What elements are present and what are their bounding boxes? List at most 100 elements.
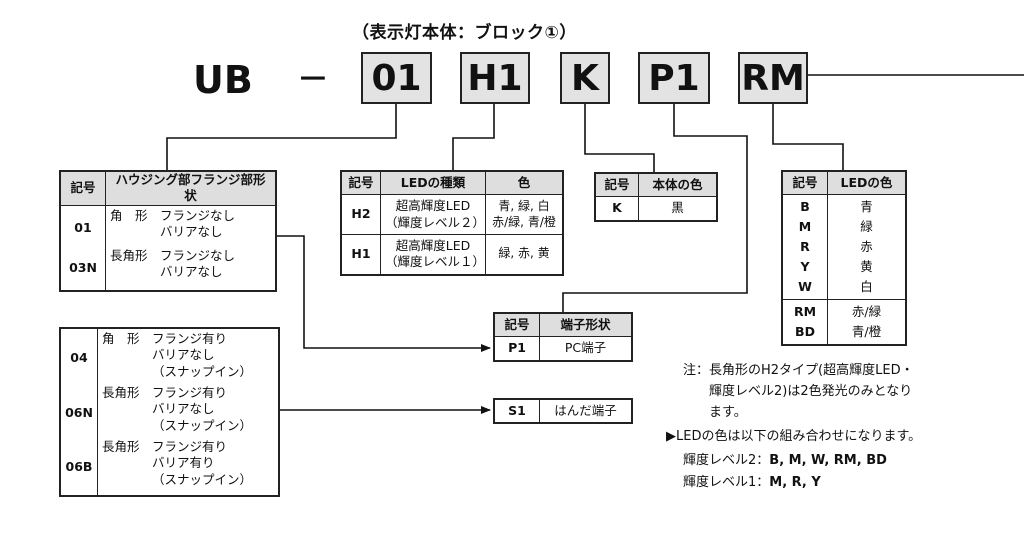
led-color-code: B bbox=[800, 199, 810, 214]
led-type-line: （輝度レベル２） bbox=[385, 214, 486, 230]
housing-desc-line: バリアなし bbox=[160, 263, 223, 279]
body-color-table: 記号 本体の色 K 黒 bbox=[594, 172, 718, 222]
snapin-desc-cell: 角 形 フランジ有り バリアなし （スナップイン） 長角形 フランジ有り バリア… bbox=[97, 327, 280, 497]
header-code: 記号 bbox=[59, 170, 106, 206]
header-led-color: LEDの色 bbox=[827, 170, 907, 195]
led-type-colors: 青, 緑, 白 赤/緑, 青/橙 bbox=[485, 194, 564, 235]
line-terminal bbox=[562, 104, 748, 312]
note-label: 注： bbox=[683, 363, 710, 378]
note-line: ます。 bbox=[709, 405, 747, 420]
code-box-body-color: K bbox=[560, 52, 610, 104]
solder-table: S1 はんだ端子 bbox=[493, 398, 633, 424]
led-type-line: 超高輝度LED bbox=[395, 238, 471, 253]
note-line: 長角形のH2タイプ(超高輝度LED・ bbox=[709, 363, 914, 378]
housing-code: 06N bbox=[65, 405, 93, 420]
housing-desc: フランジ有り バリアなし （スナップイン） bbox=[152, 331, 252, 385]
housing-code: 01 bbox=[74, 219, 92, 235]
led-color-name: 黄 bbox=[860, 259, 873, 274]
housing-code: 04 bbox=[70, 350, 88, 365]
housing-shape: 角 形 bbox=[102, 331, 140, 346]
header-code: 記号 bbox=[781, 170, 828, 195]
led-type-code: H1 bbox=[340, 234, 381, 275]
led-color-name: 青/橙 bbox=[851, 324, 882, 339]
housing-desc: フランジなし バリアなし bbox=[160, 248, 235, 288]
model-prefix: UB bbox=[193, 58, 253, 102]
led-color-name: 赤/緑 bbox=[851, 304, 882, 319]
housing-row: 角 形 フランジなし バリアなし bbox=[110, 208, 271, 248]
header-code: 記号 bbox=[340, 170, 381, 195]
note-line: 輝度レベル2)は2色発光のみとなり bbox=[709, 384, 913, 399]
code-box-terminal: P1 bbox=[638, 52, 710, 104]
led-type-desc: 超高輝度LED （輝度レベル１） bbox=[380, 234, 486, 275]
housing-shape: 長角形 bbox=[110, 247, 148, 263]
housing-desc-cell: 角 形 フランジなし バリアなし 長角形 フランジなし バリアなし bbox=[105, 204, 277, 291]
housing-desc-line: （スナップイン） bbox=[152, 471, 253, 487]
housing-desc-line: フランジなし bbox=[160, 247, 236, 263]
line-led-color bbox=[772, 104, 844, 170]
led-type-code: H2 bbox=[340, 194, 381, 235]
header-led-type: LEDの種類 bbox=[380, 170, 486, 195]
housing-desc-line: フランジ有り bbox=[152, 385, 228, 400]
code-box-housing: 01 bbox=[361, 52, 432, 104]
terminal-table: 記号 端子形状 P1 PC端子 bbox=[493, 312, 633, 362]
led-type-colors: 緑, 赤, 黄 bbox=[485, 234, 564, 275]
line-led-type bbox=[452, 104, 495, 170]
level1-row: 輝度レベル1：M, R, Y bbox=[683, 472, 821, 493]
led-type-line: 超高輝度LED bbox=[395, 198, 471, 214]
led-color-code: W bbox=[798, 279, 812, 294]
led-color-name: 赤 bbox=[860, 239, 873, 254]
level2-row: 輝度レベル2：B, M, W, RM, BD bbox=[683, 450, 887, 471]
arrow-to-p1 bbox=[277, 235, 491, 352]
led-color-name: 緑 bbox=[860, 219, 873, 234]
header-housing-shape: ハウジング部フランジ部形状 bbox=[105, 170, 277, 206]
housing-row: 長角形 フランジ有り バリア有り （スナップイン） bbox=[102, 439, 274, 493]
level2-values: B, M, W, RM, BD bbox=[769, 453, 887, 468]
led-type-color-line: 青, 緑, 白 bbox=[498, 198, 550, 213]
line-body-color bbox=[584, 104, 655, 172]
body-color-value: 黒 bbox=[638, 196, 718, 221]
led-color-dual-codes: RM BD bbox=[781, 299, 828, 346]
led-color-code: R bbox=[800, 239, 810, 254]
led-type-color-line: 赤/緑, 青/橙 bbox=[492, 214, 556, 229]
header-body-color: 本体の色 bbox=[638, 172, 718, 197]
led-color-code: BD bbox=[795, 324, 815, 339]
housing-desc: フランジ有り バリア有り （スナップイン） bbox=[152, 439, 252, 493]
body-color-code: K bbox=[594, 196, 639, 221]
level2-label: 輝度レベル2： bbox=[683, 453, 770, 468]
led-color-names: 青 緑 赤 黄 白 bbox=[827, 194, 907, 300]
header-code: 記号 bbox=[594, 172, 639, 197]
housing-desc: フランジなし バリアなし bbox=[160, 208, 235, 248]
led-type-line: （輝度レベル１） bbox=[385, 254, 486, 270]
housing-shape: 角 形 bbox=[110, 207, 148, 223]
housing-table: 記号 ハウジング部フランジ部形状 01 03N 角 形 フランジなし バリアなし… bbox=[59, 170, 277, 292]
led-color-dual-names: 赤/緑 青/橙 bbox=[827, 299, 907, 346]
housing-desc-line: バリアなし bbox=[152, 401, 215, 417]
housing-row: 長角形 フランジ有り バリアなし （スナップイン） bbox=[102, 385, 274, 439]
header-color: 色 bbox=[485, 170, 564, 195]
header-terminal-shape: 端子形状 bbox=[539, 312, 633, 337]
led-color-name: 白 bbox=[860, 279, 873, 294]
housing-desc-line: （スナップイン） bbox=[152, 417, 253, 433]
led-color-code: M bbox=[798, 219, 812, 234]
housing-desc-line: フランジ有り bbox=[152, 439, 228, 454]
solder-shape: はんだ端子 bbox=[539, 398, 633, 424]
line-housing bbox=[166, 104, 397, 170]
solder-code: S1 bbox=[493, 398, 540, 424]
led-type-desc: 超高輝度LED （輝度レベル２） bbox=[380, 194, 486, 235]
housing-shape: 長角形 bbox=[102, 385, 140, 400]
led-color-table: 記号 LEDの色 B M R Y W 青 緑 赤 黄 白 RM BD 赤/緑 青… bbox=[781, 170, 907, 346]
housing-desc-line: バリアなし bbox=[160, 223, 223, 239]
note-body: 長角形のH2タイプ(超高輝度LED・ 輝度レベル2)は2色発光のみとなり ます。 bbox=[709, 360, 914, 423]
led-color-name: 青 bbox=[860, 199, 873, 214]
housing-desc-line: フランジ有り bbox=[152, 331, 228, 346]
code-box-led-color: RM bbox=[738, 52, 808, 104]
housing-shape: 長角形 bbox=[102, 439, 140, 454]
housing-row: 長角形 フランジなし バリアなし bbox=[110, 248, 271, 288]
housing-codes-cell: 01 03N bbox=[59, 204, 106, 291]
code-box-led-type: H1 bbox=[460, 52, 530, 104]
housing-desc-line: （スナップイン） bbox=[152, 363, 253, 379]
header-code: 記号 bbox=[493, 312, 540, 337]
housing-desc-line: バリア有り bbox=[152, 455, 215, 471]
housing-code: 03N bbox=[69, 259, 97, 275]
led-color-code: Y bbox=[800, 259, 810, 274]
